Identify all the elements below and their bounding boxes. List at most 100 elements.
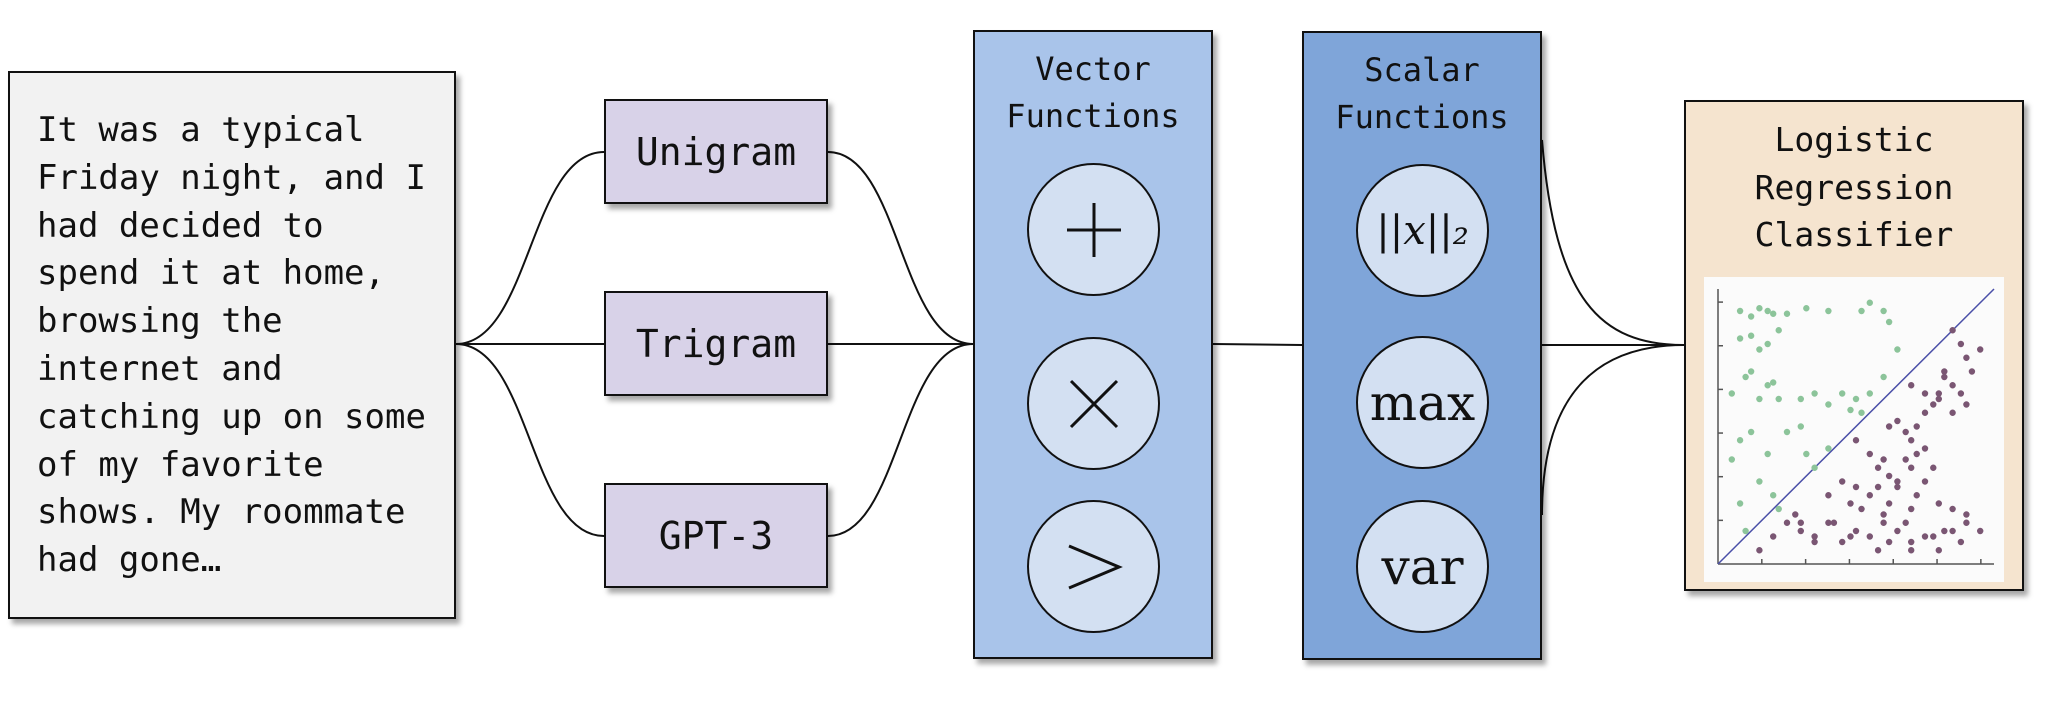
point-class-a — [1825, 445, 1832, 452]
point-class-b — [1756, 547, 1763, 554]
point-class-a — [1880, 373, 1887, 381]
point-class-b — [1902, 428, 1909, 436]
input-text-line: of my favorite — [37, 444, 324, 485]
point-class-b — [1852, 437, 1860, 444]
point-class-a — [1803, 450, 1810, 458]
input-text-line: had gone… — [37, 540, 222, 581]
point-class-a — [1839, 390, 1846, 397]
point-class-a — [1866, 390, 1873, 397]
title-line: Functions — [1006, 97, 1180, 135]
point-class-a — [1880, 307, 1887, 315]
title-line: Regression — [1754, 167, 1954, 207]
point-class-b — [1797, 527, 1804, 535]
point-class-a — [1775, 505, 1782, 513]
classifier-panel: Logistic Regression Classifier — [1684, 100, 2024, 591]
point-class-a — [1783, 428, 1791, 436]
point-class-a — [1858, 307, 1865, 315]
point-class-a — [1811, 464, 1818, 471]
point-class-a — [1756, 346, 1763, 353]
point-class-b — [1811, 533, 1818, 540]
edge-unigram-vector — [827, 151, 974, 345]
point-class-b — [1977, 346, 1984, 353]
point-class-b — [1885, 423, 1893, 430]
point-class-b — [1908, 505, 1915, 513]
point-class-b — [1963, 401, 1970, 408]
point-class-a — [1747, 332, 1755, 339]
input-text-line: spend it at home, — [37, 253, 385, 294]
point-class-a — [1885, 318, 1893, 326]
point-class-a — [1736, 307, 1744, 315]
point-class-b — [1913, 423, 1920, 430]
edge-vector-scalar — [1212, 343, 1303, 346]
plus-op — [1027, 163, 1160, 296]
point-class-a — [1811, 390, 1818, 397]
model-label: GPT-3 — [658, 513, 774, 558]
point-class-b — [1913, 450, 1920, 458]
point-class-a — [1736, 335, 1744, 342]
edge-gpt3-vector — [827, 343, 974, 537]
point-class-a — [1797, 395, 1804, 403]
point-class-a — [1742, 373, 1749, 381]
input-text-line: had decided to — [37, 205, 324, 246]
model-box-unigram: Unigram — [604, 99, 828, 204]
model-box-gpt3: GPT-3 — [604, 483, 828, 588]
point-class-b — [1839, 478, 1846, 485]
point-class-a — [1728, 390, 1735, 397]
point-class-b — [1902, 456, 1909, 463]
point-class-a — [1825, 401, 1832, 408]
point-class-a — [1756, 478, 1763, 485]
title-line: Logistic — [1774, 120, 1934, 159]
input-text-line: internet and — [37, 348, 283, 389]
point-class-b — [1885, 538, 1893, 546]
point-class-a — [1747, 368, 1755, 375]
point-class-b — [1839, 538, 1846, 546]
point-class-b — [1847, 533, 1854, 540]
point-class-b — [1885, 472, 1893, 480]
point-class-b — [1880, 511, 1887, 518]
point-class-b — [1913, 492, 1920, 499]
point-class-b — [1885, 500, 1893, 507]
point-class-b — [1908, 464, 1915, 471]
title-line: Functions — [1335, 98, 1509, 136]
point-class-b — [1792, 511, 1799, 518]
point-class-b — [1921, 533, 1929, 540]
point-class-b — [1830, 519, 1838, 526]
point-class-b — [1874, 483, 1882, 491]
input-text-line: catching up on some — [37, 396, 426, 437]
point-class-a — [1764, 340, 1771, 348]
point-class-a — [1803, 305, 1810, 312]
point-class-b — [1902, 519, 1909, 526]
point-class-b — [1963, 354, 1970, 361]
scatter-plot — [1704, 277, 2004, 582]
point-class-b — [1908, 437, 1915, 444]
point-class-b — [1866, 492, 1873, 499]
point-class-b — [1880, 456, 1887, 463]
title-line: Vector — [1035, 50, 1151, 88]
point-class-b — [1852, 527, 1860, 535]
decision-boundary — [1717, 288, 1995, 565]
point-class-b — [1880, 519, 1887, 526]
point-class-a — [1775, 395, 1782, 403]
point-class-a — [1747, 313, 1755, 320]
point-class-b — [1930, 533, 1937, 540]
point-class-b — [1949, 505, 1956, 513]
times-op — [1027, 337, 1160, 470]
point-class-b — [1977, 527, 1984, 535]
point-class-a — [1764, 382, 1771, 389]
point-class-a — [1736, 437, 1744, 444]
point-class-b — [1825, 519, 1832, 526]
point-class-b — [1894, 527, 1901, 535]
point-class-b — [1930, 401, 1937, 408]
point-class-a — [1858, 409, 1865, 416]
point-class-b — [1957, 538, 1965, 546]
point-class-a — [1770, 379, 1777, 386]
point-class-b — [1935, 395, 1942, 403]
point-class-a — [1736, 500, 1744, 507]
point-class-b — [1930, 464, 1937, 471]
model-label: Trigram — [635, 321, 797, 366]
point-class-b — [1866, 533, 1873, 540]
point-class-a — [1756, 305, 1763, 312]
point-class-b — [1858, 505, 1865, 513]
point-class-b — [1941, 368, 1948, 375]
